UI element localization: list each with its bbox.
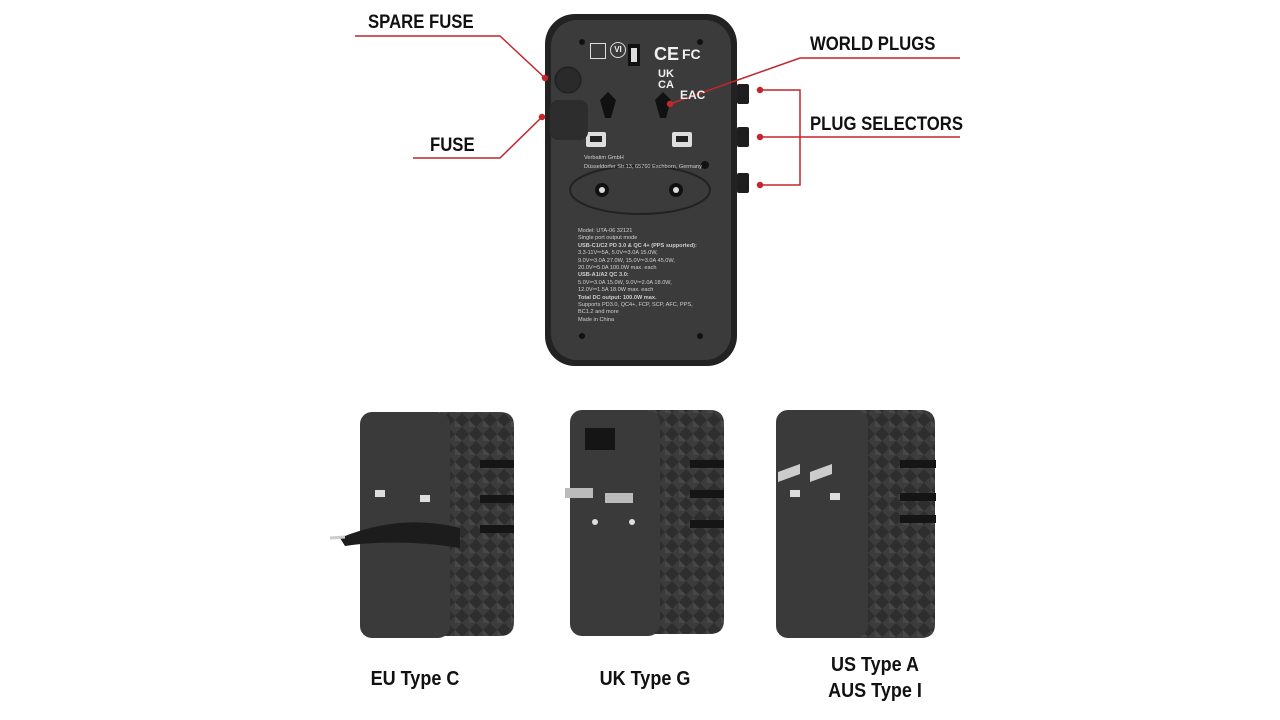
- spec-line: 20.0V⎓5.0A 100.0W max. each: [578, 265, 657, 272]
- caption-aus: AUS Type I: [828, 680, 922, 702]
- eac-mark: EAC: [680, 88, 706, 102]
- ukca-mark-bottom: CA: [658, 79, 674, 91]
- spec-line: Total DC output: 100.0W max.: [578, 294, 657, 301]
- spec-line: 9.0V⎓3.0A 27.0W, 15.0V⎓3.0A 45.0W,: [578, 257, 675, 264]
- us-adapter: [776, 410, 936, 638]
- spec-line: BC1.2 and more: [578, 309, 619, 316]
- maker: Verbatim GmbH: [584, 155, 624, 161]
- spec-line: USB-A1/A2 QC 3.0:: [578, 272, 629, 279]
- spec-line: Supports PD3.0, QC4+, FCP, SCP, AFC, PPS…: [578, 302, 693, 309]
- label-fuse: FUSE: [430, 135, 475, 156]
- spec-line: Made in China: [578, 316, 615, 323]
- uk-adapter: [565, 410, 724, 636]
- double-insulation-icon: [590, 43, 606, 59]
- ce-mark: CE: [654, 44, 680, 64]
- spec-line: Single port output mode: [578, 235, 638, 242]
- address: Düsseldorfer Str.13, 65760 Eschborn, Ger…: [584, 164, 702, 170]
- spec-line: 12.0V⎓1.5A 18.0W max. each: [578, 287, 654, 294]
- spec-line: USB-C1/C2 PD 3.0 & QC 4+ (PPS supported)…: [578, 242, 697, 249]
- manufacturer-address: Verbatim GmbH Düsseldorfer Str.13, 65760…: [584, 154, 702, 172]
- spec-line: Model: UTA-06 32121: [578, 228, 633, 234]
- label-spare-fuse: SPARE FUSE: [368, 12, 474, 33]
- main-adapter: [545, 14, 749, 366]
- ukca-mark-top: UK: [658, 68, 674, 80]
- fc-mark: FC: [682, 46, 701, 62]
- label-world-plugs: WORLD PLUGS: [810, 34, 936, 55]
- spec-line: 3.3-11V⎓5A, 5.0V⎓3.0A 15.0W,: [578, 250, 658, 257]
- caption-uk: UK Type G: [599, 668, 691, 690]
- label-plug-selectors: PLUG SELECTORS: [810, 114, 963, 135]
- caption-eu: EU Type C: [370, 668, 460, 690]
- vi-mark: VI: [610, 42, 626, 58]
- spec-line: 5.0V⎓3.0A 15.0W, 9.0V⎓2.0A 18.0W,: [578, 279, 672, 286]
- caption-us: US Type A: [830, 654, 920, 676]
- leader-lines: [355, 35, 960, 189]
- eu-adapter: [329, 412, 514, 638]
- spec-block: Model: UTA-06 32121 Single port output m…: [578, 228, 697, 324]
